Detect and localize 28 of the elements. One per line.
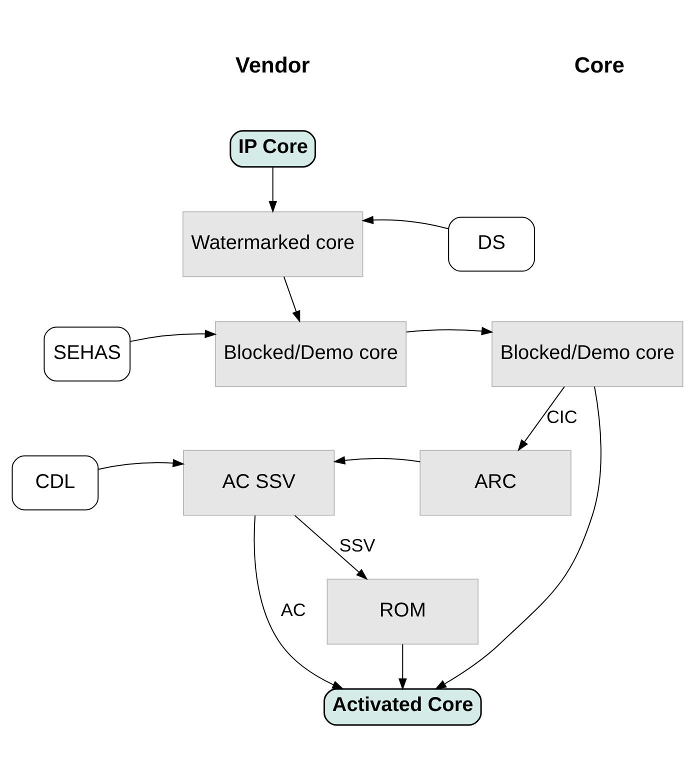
node-box: CDL xyxy=(12,454,99,510)
label: Core xyxy=(574,52,624,78)
arrow xyxy=(361,215,449,229)
arrow xyxy=(98,458,185,470)
arrow xyxy=(294,514,368,580)
node-box: SEHAS xyxy=(44,326,131,381)
arrow xyxy=(434,386,602,690)
arrow xyxy=(130,329,217,342)
node-box: Blocked/Demo core xyxy=(492,320,684,386)
arrow xyxy=(406,326,494,335)
arrow xyxy=(518,386,565,451)
arrow xyxy=(268,166,278,212)
arrow xyxy=(283,276,300,322)
node-box: Blocked/Demo core xyxy=(214,320,407,386)
edge-label: CIC xyxy=(546,406,578,426)
edge-label: SSV xyxy=(339,535,376,556)
arrow xyxy=(333,456,421,464)
node-box: Watermarked core xyxy=(182,210,364,277)
node-box: ARC xyxy=(420,449,572,516)
label: Vendor xyxy=(235,52,310,78)
node-box: AC SSV xyxy=(183,449,335,516)
arrow xyxy=(398,643,407,690)
node-box: Activated Core xyxy=(324,688,482,726)
edge-label: AC xyxy=(280,600,306,620)
node-box: DS xyxy=(448,216,535,272)
node-box: ROM xyxy=(326,578,479,644)
node-box: IP Core xyxy=(230,130,316,168)
arrow xyxy=(254,514,344,690)
